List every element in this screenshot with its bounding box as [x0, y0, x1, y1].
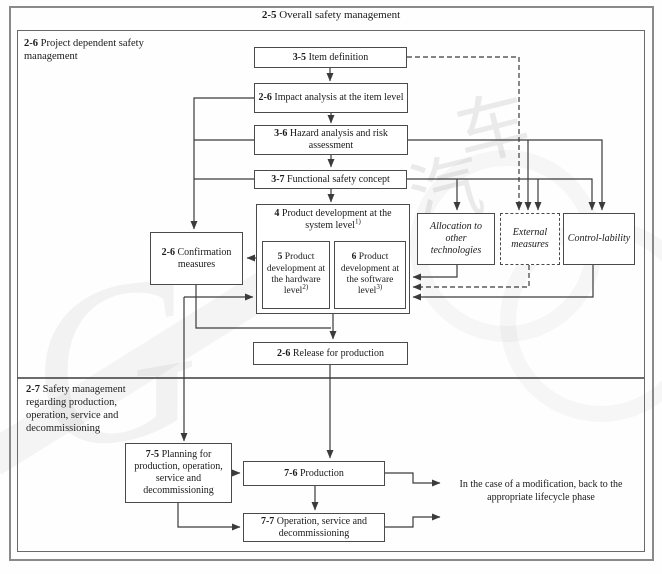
node-item-definition: 3-5 Item definition: [254, 47, 407, 68]
node-allocation-other-technologies: Allocation to other technologies: [417, 213, 495, 265]
node-production: 7-6 Production: [243, 461, 385, 486]
node-controllability: Control-lability: [563, 213, 635, 265]
node-system-development: 4 Product development at the system leve…: [256, 204, 410, 314]
lifecycle-frame: [17, 30, 645, 552]
node-hardware-development: 5 Product development at the hardware le…: [262, 241, 330, 309]
node-confirmation-measures: 2-6 Confirmation measures: [150, 232, 243, 285]
modification-note: In the case of a modification, back to t…: [459, 479, 623, 503]
section-label-post-development: 2-7 Safety management regarding producti…: [26, 384, 126, 435]
node-release-for-production: 2-6 Release for production: [253, 342, 408, 365]
section-label-project-dependent: 2-6 Project dependent safety management: [24, 38, 144, 63]
node-operation-service: 7-7 Operation, service and decommissioni…: [243, 513, 385, 542]
node-external-measures: External measures: [500, 213, 560, 265]
title-text: Overall safety management: [279, 9, 401, 21]
overall-safety-management-frame: [9, 6, 654, 561]
diagram-title: 2-5 Overall safety management: [0, 9, 662, 21]
title-prefix: 2-5: [261, 9, 277, 21]
node-hazard-analysis: 3-6 Hazard analysis and risk assessment: [254, 125, 408, 155]
node-planning: 7-5 Planning for production, operation, …: [125, 443, 232, 503]
node-functional-safety-concept: 3-7 Functional safety concept: [254, 170, 407, 189]
node-software-development: 6 Product development at the software le…: [334, 241, 406, 309]
node-impact-analysis: 2-6 Impact analysis at the item level: [254, 83, 408, 113]
